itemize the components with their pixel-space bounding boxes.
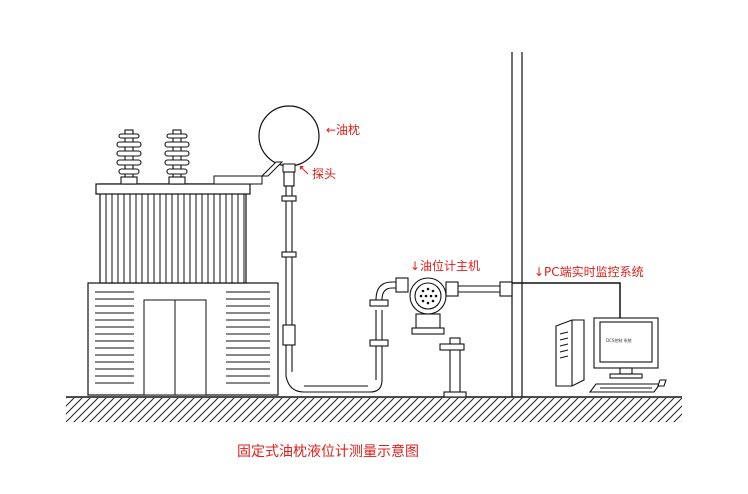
probe-sensor xyxy=(282,324,296,346)
radiator-fins xyxy=(105,193,245,284)
conservator xyxy=(258,105,320,177)
probe-pipe xyxy=(281,171,408,393)
probe-label: 探头 xyxy=(312,167,336,181)
pc-screen xyxy=(599,321,653,363)
cabinet-vents-left xyxy=(95,291,134,384)
signal-cable xyxy=(512,282,621,318)
pc-station xyxy=(555,317,667,393)
ground xyxy=(66,396,682,422)
pc-tower xyxy=(555,319,585,387)
host-label: ↓油位计主机 xyxy=(410,258,480,273)
transformer xyxy=(87,129,279,396)
transformer-tank xyxy=(99,183,247,284)
host-dial-dots xyxy=(419,287,438,305)
screen-text: DCS控制 系统 xyxy=(606,337,632,343)
diagram-caption: 固定式油枕液位计测量示意图 xyxy=(237,443,419,460)
cabinet-vents-right xyxy=(226,291,270,384)
probe-label-arrow xyxy=(299,165,309,175)
building-wall xyxy=(511,52,523,397)
pc-system-label: ↓PC端实时监控系统 xyxy=(534,264,644,279)
conservator-label: ←油枕 xyxy=(326,122,360,137)
bushing-right xyxy=(164,129,190,185)
level-meter-host xyxy=(395,277,513,398)
bushing-left xyxy=(116,129,142,185)
